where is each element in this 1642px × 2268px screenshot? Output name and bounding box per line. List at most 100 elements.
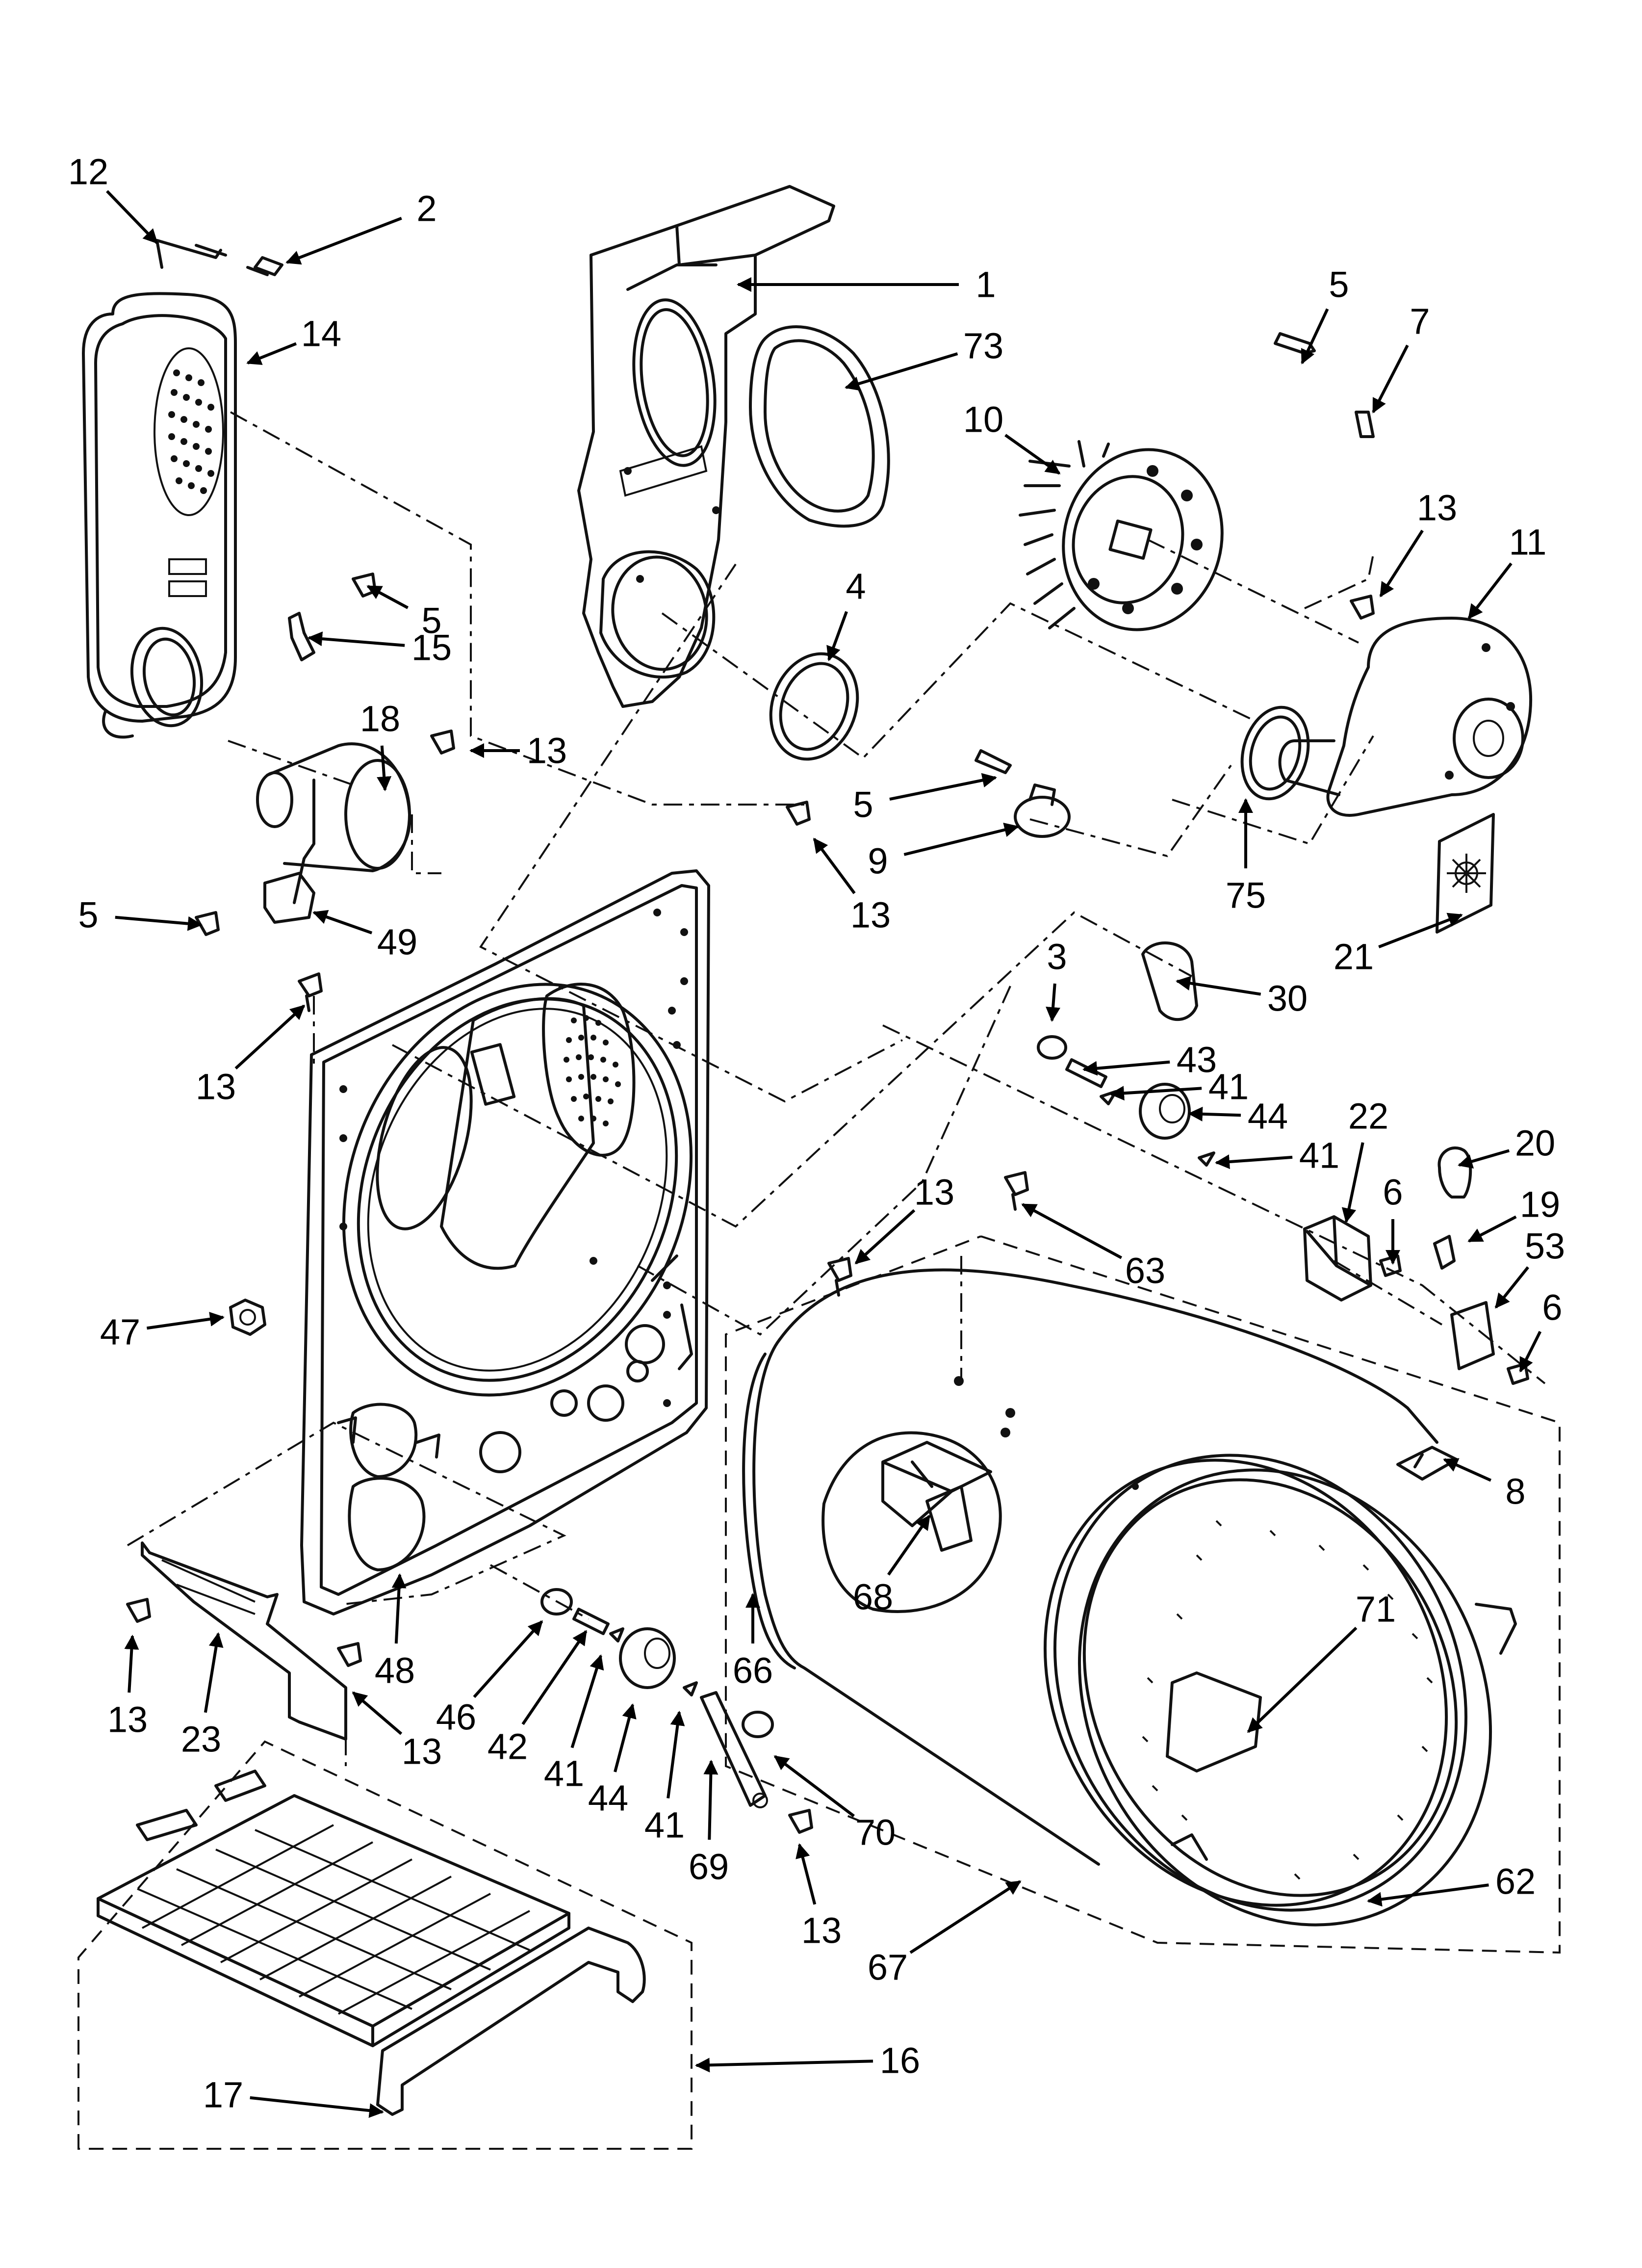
callout-leader-c18: [377, 745, 392, 791]
callout-leader-c9: [903, 822, 1019, 856]
callout-leader-c68: [887, 1514, 931, 1576]
callout-leader-c46: [473, 1620, 543, 1698]
callout-leader-c13f: [124, 1635, 139, 1693]
callout-leader-c43: [1082, 1060, 1170, 1076]
callout-label-c13g: 13: [402, 1731, 442, 1772]
callout-leader-c8: [1443, 1458, 1492, 1482]
callout-leader-c7: [1372, 344, 1409, 414]
callout-label-c17: 17: [203, 2075, 243, 2115]
callout-leader-c73: [845, 352, 958, 391]
callout-label-c63: 63: [1125, 1251, 1165, 1291]
callout-label-c6a: 6: [1383, 1172, 1403, 1213]
callout-leader-c6b: [1519, 1330, 1542, 1373]
callout-leader-c16: [695, 2058, 873, 2073]
lower-bracket-part: [141, 1541, 347, 1741]
callout-leader-c13h: [795, 1843, 817, 1905]
callout-leader-c48: [391, 1573, 407, 1644]
screw-clip-top-right: [1274, 332, 1375, 438]
callout-leader-c10: [1004, 434, 1061, 475]
callout-leader-c11: [1467, 562, 1513, 620]
callout-leader-c12a: [106, 190, 158, 244]
blower-seal-part: [1240, 705, 1310, 801]
callout-label-c5b: 5: [421, 600, 441, 641]
callout-label-c7: 7: [1410, 301, 1430, 342]
callout-label-c22: 22: [1348, 1096, 1388, 1137]
callout-leader-c22: [1341, 1142, 1364, 1223]
callout-label-c75: 75: [1226, 875, 1266, 916]
callout-leader-c63: [1021, 1203, 1123, 1259]
callout-label-c8: 8: [1505, 1471, 1525, 1512]
callout-label-c41c: 41: [544, 1753, 584, 1794]
blower-wheel-part: [1019, 440, 1224, 631]
callout-leader-c44a: [1188, 1106, 1241, 1121]
callout-label-c9: 9: [868, 841, 888, 882]
callout-leader-c13g: [352, 1691, 403, 1735]
drum-support-roller-parts-front: [540, 1588, 774, 1808]
callout-label-c68: 68: [853, 1577, 893, 1617]
front-bulkhead-duct-part: [577, 185, 835, 708]
callout-leader-c70: [773, 1755, 855, 1818]
callout-label-c49: 49: [377, 922, 417, 963]
callout-label-c5d: 5: [78, 895, 98, 936]
blower-housing-part: [1278, 617, 1533, 817]
callout-label-c11: 11: [1509, 522, 1547, 563]
callout-leader-c20: [1458, 1149, 1510, 1169]
callout-leader-c41a: [1109, 1086, 1202, 1101]
callout-leader-c14: [246, 342, 297, 365]
callout-label-c18: 18: [360, 699, 400, 739]
callout-label-c41b: 41: [1299, 1135, 1339, 1176]
callout-leader-c71: [1247, 1626, 1358, 1733]
callout-leaders: [106, 190, 1542, 2118]
callout-label-c73: 73: [963, 326, 1003, 366]
callout-label-c20: 20: [1515, 1123, 1555, 1164]
callout-leader-c2: [285, 217, 402, 265]
callout-leader-c13a: [1379, 529, 1424, 598]
callout-leader-c23: [204, 1632, 224, 1713]
warning-label-part: [1436, 813, 1495, 934]
callout-leader-c17: [250, 2096, 384, 2118]
callout-leader-c3: [1046, 983, 1061, 1022]
callout-leader-c4: [826, 611, 848, 661]
callout-label-c19: 19: [1520, 1184, 1560, 1225]
callout-label-c10: 10: [963, 399, 1003, 440]
callout-label-c66: 66: [733, 1650, 773, 1691]
callout-label-c13d: 13: [914, 1172, 954, 1213]
nut-part: [229, 1299, 266, 1336]
callout-leader-c19: [1467, 1215, 1517, 1243]
drum-support-roller-parts-rear: [1037, 941, 1215, 1167]
callout-label-c23: 23: [181, 1719, 221, 1760]
duct-seal-part: [749, 325, 890, 528]
callout-leader-c5c: [889, 773, 997, 801]
callout-leader-c53: [1494, 1266, 1529, 1309]
callout-label-c47: 47: [100, 1312, 140, 1353]
callout-leader-c67: [909, 1880, 1022, 1954]
callout-label-c53: 53: [1525, 1226, 1565, 1267]
callout-leader-c41d: [667, 1711, 685, 1799]
callout-leader-c69: [703, 1760, 718, 1840]
callout-label-c41a: 41: [1208, 1067, 1249, 1107]
dryer-drum-part: [742, 1268, 1517, 1927]
thermal-fuse-duct-part: [256, 742, 411, 924]
callout-leader-c13c: [813, 837, 856, 894]
callout-leader-c49: [312, 910, 373, 935]
callout-leader-c5a: [1301, 308, 1329, 365]
callout-label-c16: 16: [880, 2040, 920, 2081]
callout-label-c21: 21: [1334, 937, 1374, 977]
assembly-guide-lines: [77, 411, 1561, 2150]
callout-leader-c41b: [1215, 1154, 1293, 1170]
callout-leader-c13d: [854, 1209, 916, 1265]
callout-label-c71: 71: [1356, 1589, 1396, 1630]
callout-label-c70: 70: [855, 1812, 896, 1853]
front-bulkhead-panel: [300, 869, 710, 1616]
callout-leader-c41c: [570, 1654, 604, 1748]
callout-label-c13b: 13: [527, 730, 567, 771]
callout-leader-c62: [1367, 1883, 1489, 1907]
callout-label-c67: 67: [868, 1947, 908, 1988]
callout-label-c41d: 41: [644, 1805, 685, 1846]
callout-label-c6b: 6: [1542, 1287, 1562, 1328]
callout-leader-c47: [147, 1311, 225, 1330]
callout-label-c3: 3: [1047, 937, 1067, 977]
callout-label-c46: 46: [436, 1697, 476, 1738]
